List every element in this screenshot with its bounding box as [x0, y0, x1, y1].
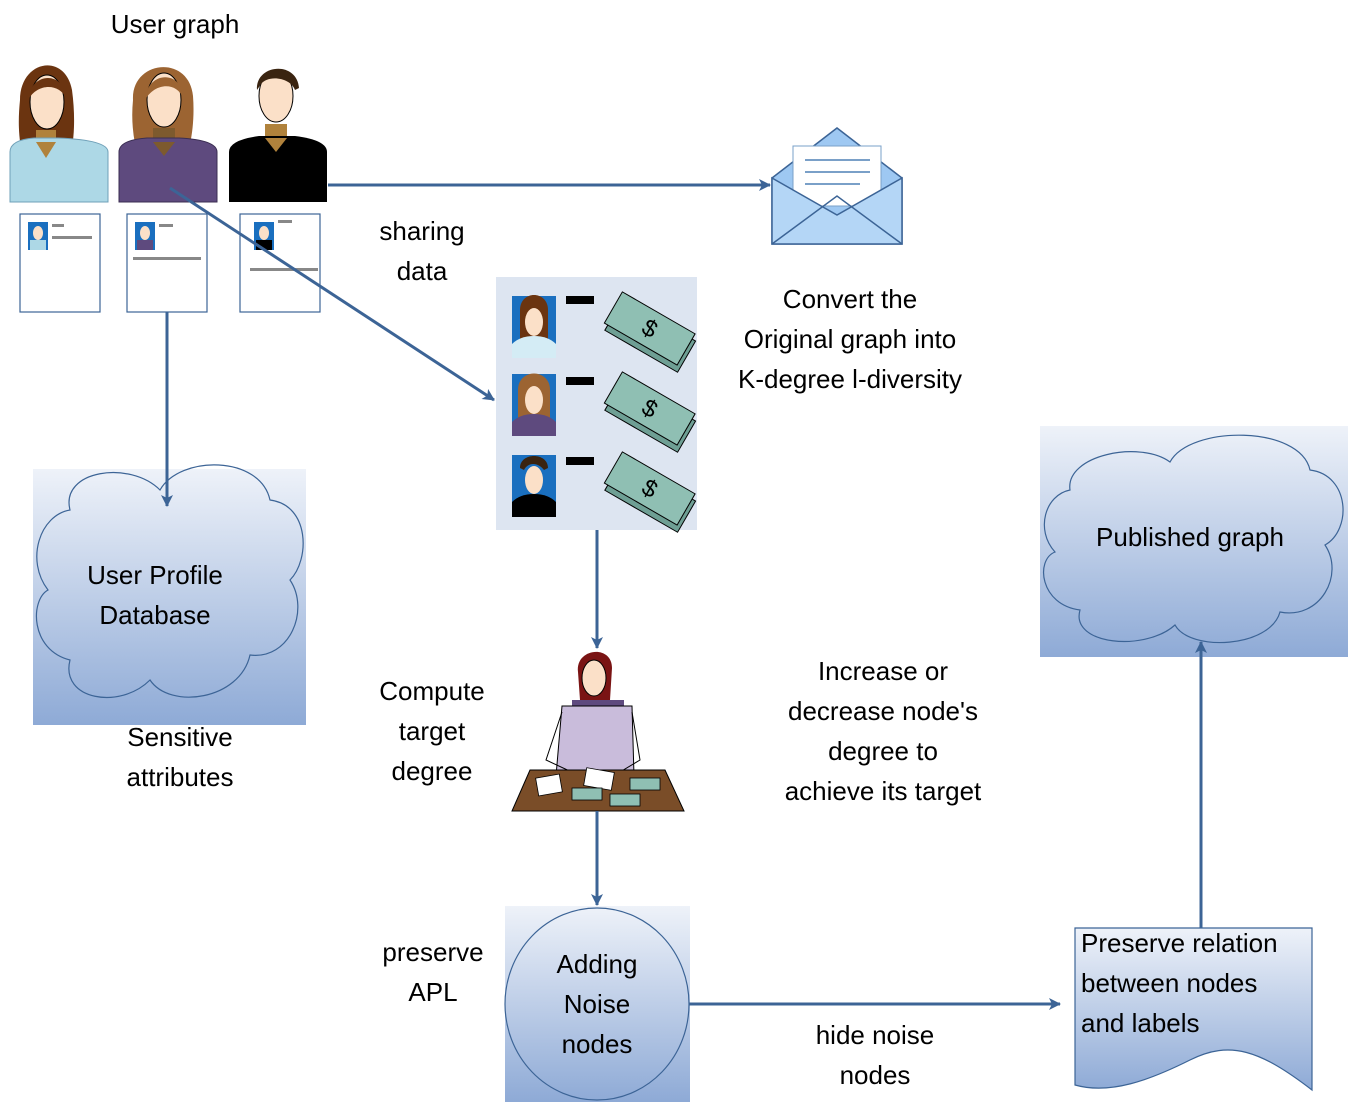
arrow-user-to-panel [169, 186, 495, 402]
adding-noise-box [505, 906, 690, 1102]
published-graph-box [1040, 426, 1348, 657]
panel-row-1: $ [512, 291, 697, 373]
user-profile-database-cloud [35, 464, 304, 699]
preserve-relation-document [1074, 927, 1313, 1092]
profile-card-1 [19, 213, 101, 313]
increase-decrease-label: Increase or decrease node's degree to ac… [784, 656, 982, 806]
sensitive-attributes-label: Sensitive attributes [126, 722, 234, 792]
profile-card-2 [126, 213, 208, 313]
panel-row-3: $ [512, 451, 697, 533]
adding-noise-label: Adding Noise nodes [556, 949, 638, 1059]
panel-row-2: $ [512, 371, 697, 453]
preserve-apl-label: preserve APL [382, 937, 484, 1007]
profile-card-3 [239, 213, 321, 313]
convert-label: Convert the Original graph into K-degree… [738, 284, 962, 394]
user-1-avatar [9, 65, 109, 203]
compute-target-degree-label: Compute target degree [379, 676, 485, 786]
hide-noise-label: hide noise nodes [815, 1020, 935, 1090]
envelope-icon [771, 127, 903, 245]
user-2-avatar [118, 67, 218, 203]
sharing-data-label: sharing data [379, 216, 465, 286]
user-profile-database-label: User Profile Database [87, 560, 223, 630]
user-3-avatar [229, 68, 327, 202]
published-graph-label: Published graph [1096, 522, 1284, 552]
arrows [161, 179, 1207, 1010]
user-graph-label: User graph [110, 9, 240, 39]
preserve-relation-label: Preserve relation between nodes and labe… [1081, 928, 1278, 1038]
published-graph-cloud [1042, 434, 1344, 644]
worker-at-desk-icon [511, 651, 685, 812]
user-profile-database-box [33, 469, 306, 725]
